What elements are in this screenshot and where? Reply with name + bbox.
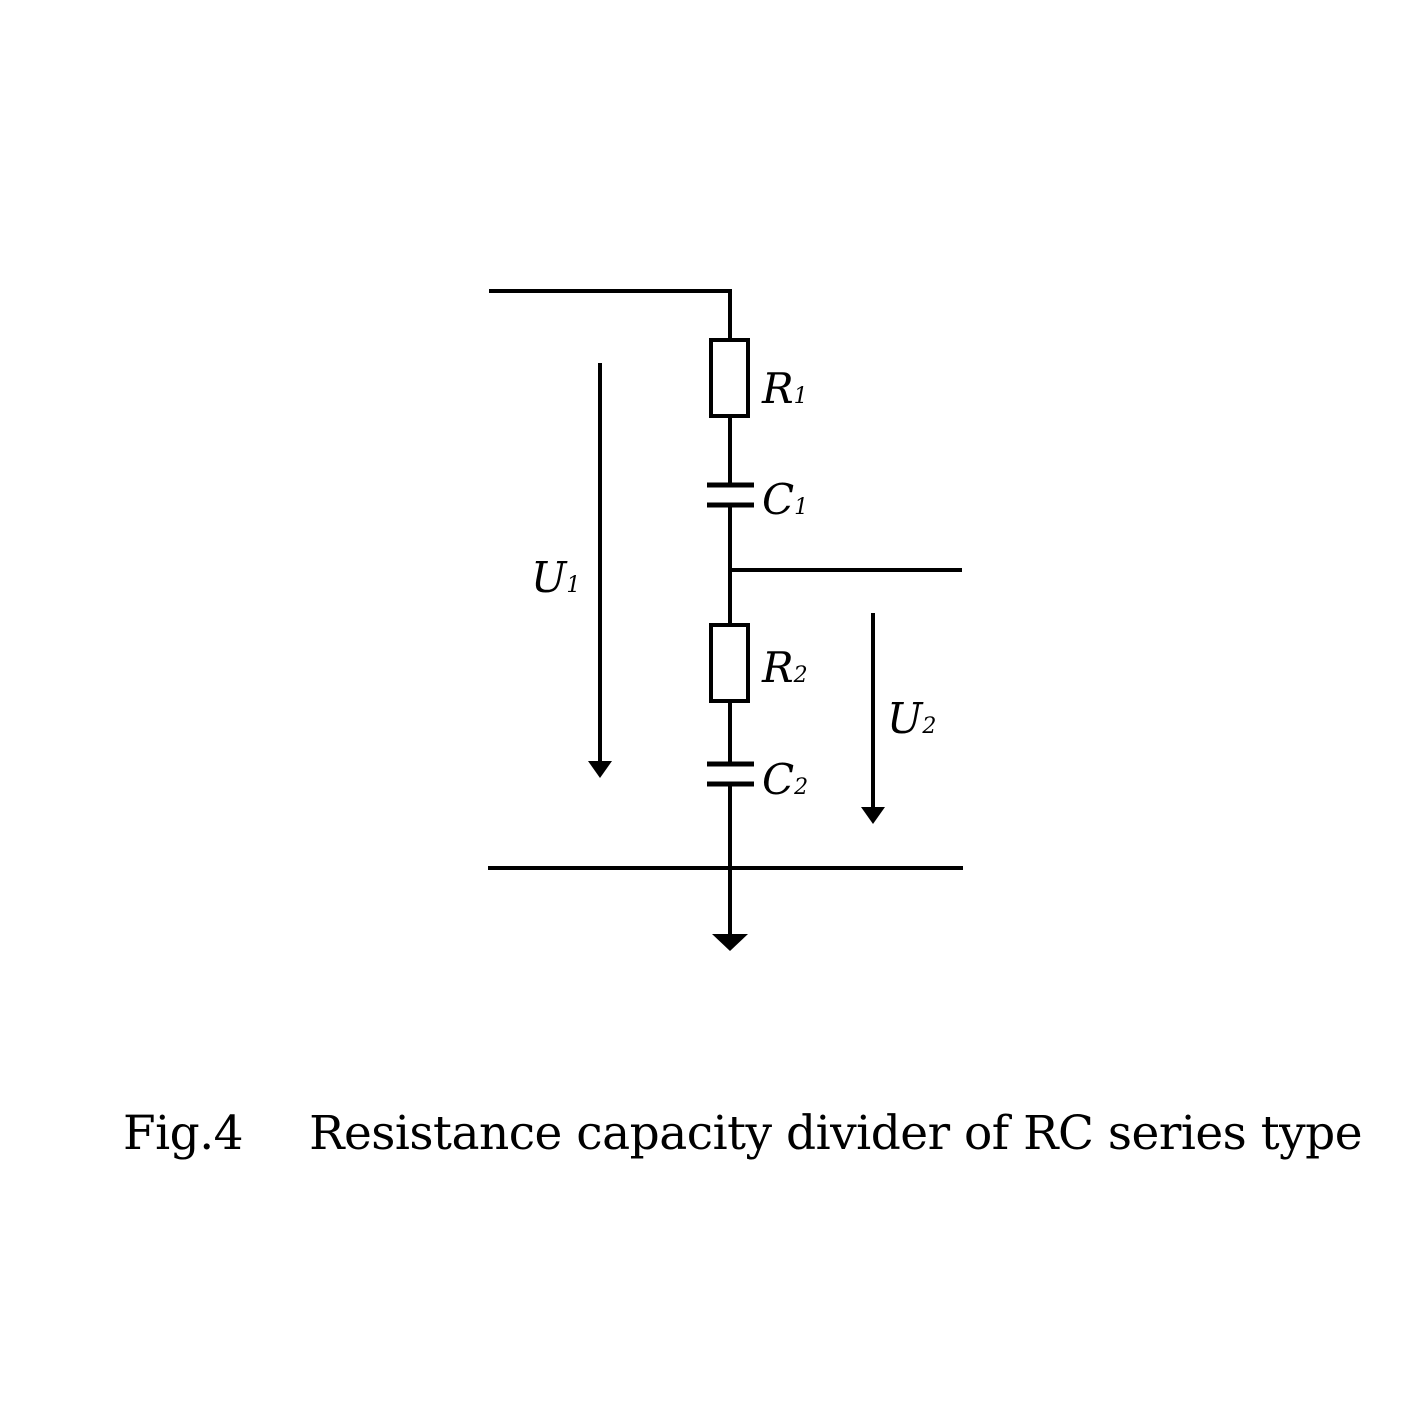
arrow-down-icon xyxy=(861,807,885,824)
figure-title: Resistance capacity divider of RC series… xyxy=(309,1106,1363,1161)
resistor-r1 xyxy=(709,338,750,418)
capacitor-c1 xyxy=(707,482,754,508)
ground-arrow-icon xyxy=(712,934,748,951)
figure-number: Fig.4 xyxy=(123,1106,244,1161)
voltage-arrow-u1 xyxy=(588,363,612,778)
capacitor-c2 xyxy=(707,761,754,787)
voltage-arrow-u2 xyxy=(861,613,885,824)
label-c2: C2 xyxy=(762,755,808,804)
resistor-r2 xyxy=(709,623,750,703)
label-u1: U1 xyxy=(531,553,580,602)
figure-caption: Fig.4 Resistance capacity divider of RC s… xyxy=(123,1106,1363,1161)
input-wire-top xyxy=(489,289,732,340)
arrow-down-icon xyxy=(588,761,612,778)
label-u2: U2 xyxy=(887,694,936,743)
label-c1: C1 xyxy=(762,475,808,524)
label-r2: R2 xyxy=(761,643,808,692)
label-r1: R1 xyxy=(761,364,808,413)
